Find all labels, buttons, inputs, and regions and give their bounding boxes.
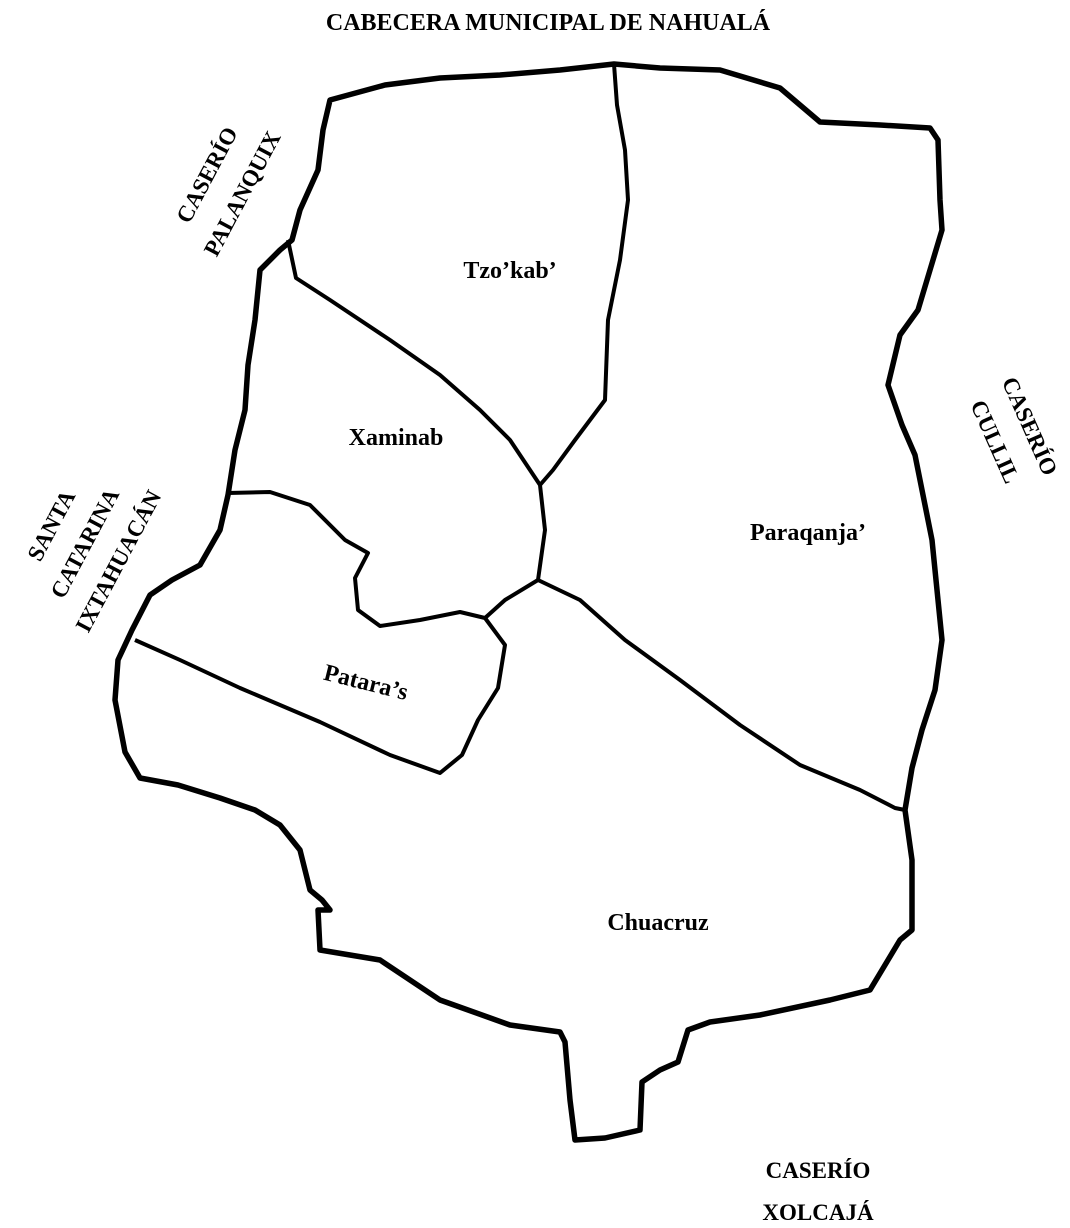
neighbor-label-palanquix: CASERÍO PALANQUIX: [171, 123, 285, 261]
sector-label-pataras: Patara’s: [321, 660, 410, 706]
map-title: CABECERA MUNICIPAL DE NAHUALÁ: [326, 10, 771, 36]
neighbor-label-cullil: CASERÍO CULLIL: [966, 373, 1063, 487]
division-line: [538, 63, 630, 487]
neighbor-label-xolcaja-line1: CASERÍO: [766, 1158, 871, 1183]
division-line: [286, 239, 547, 620]
division-line: [537, 578, 906, 812]
sector-label-chuacruz: Chuacruz: [607, 910, 709, 936]
municipal-boundary: [112, 61, 945, 1143]
sector-label-xaminab: Xaminab: [349, 425, 444, 451]
neighbor-label-xolcaja-line2: XOLCAJÁ: [762, 1200, 874, 1225]
sector-label-paraqanja: Paraqanja’: [750, 520, 866, 546]
division-line: [134, 490, 507, 775]
sector-label-tzokab: Tzo’kab’: [463, 258, 556, 284]
